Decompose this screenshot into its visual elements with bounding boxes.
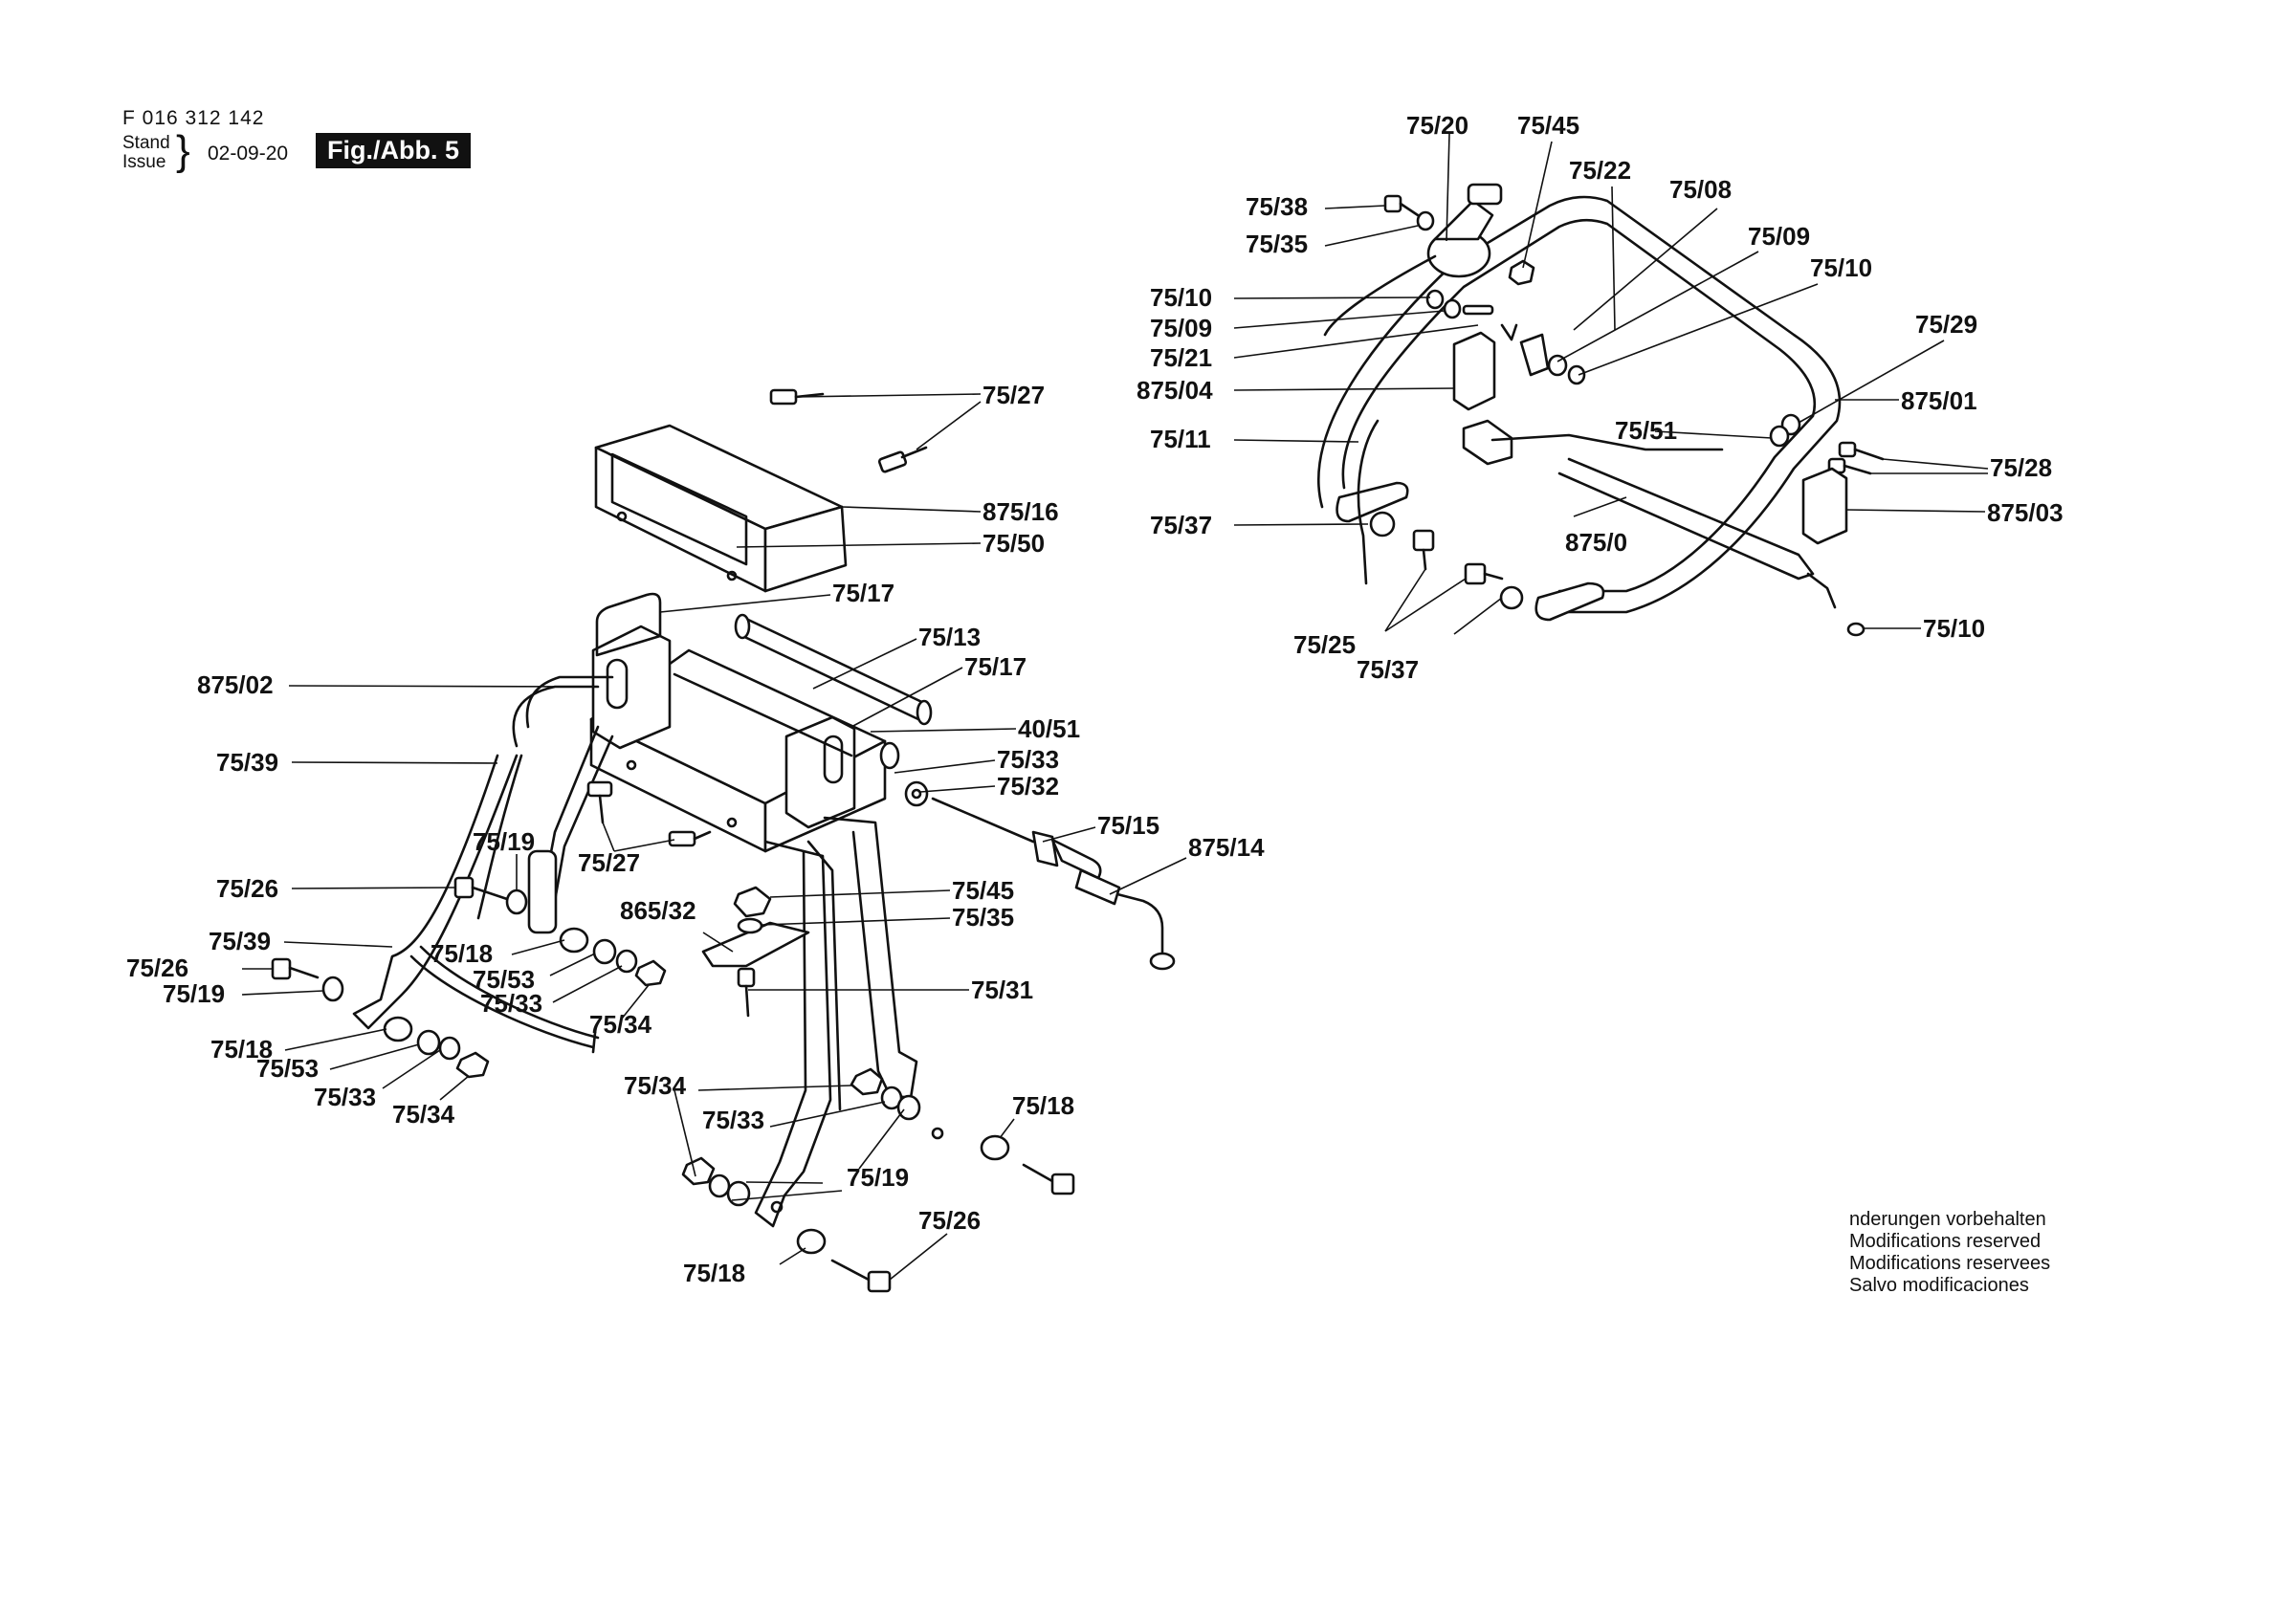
part-callout: 75/09 [1748, 222, 1810, 251]
part-callout: 75/21 [1150, 343, 1212, 372]
linkage-part [1336, 419, 1837, 622]
part-callout: 75/19 [163, 979, 225, 1008]
part-callout: 75/33 [702, 1106, 764, 1134]
part-callout: 75/26 [216, 874, 278, 903]
part-callout: 75/32 [997, 772, 1059, 801]
notice-line-spanish: Salvo modificaciones [1849, 1275, 2029, 1296]
issue-date: 02-09-20 [208, 143, 289, 164]
clip-part [595, 592, 662, 657]
part-callout: 75/13 [918, 623, 981, 651]
part-callout: 75/18 [1012, 1091, 1074, 1120]
hardware-left [271, 741, 1075, 1293]
cover-part [594, 424, 848, 593]
part-callout: 875/14 [1188, 833, 1265, 862]
part-callout: 75/39 [209, 927, 271, 955]
screw-part [769, 388, 928, 473]
part-callout: 75/29 [1915, 310, 1977, 339]
leader-lines [241, 133, 1989, 1281]
throttle-lever [1323, 183, 1503, 337]
part-callout: 75/22 [1569, 156, 1631, 185]
document-number: F 016 312 142 [122, 107, 265, 129]
part-callout: 75/27 [578, 848, 640, 877]
part-callout: 75/25 [1293, 630, 1356, 659]
part-callout: 75/33 [997, 745, 1059, 774]
part-callout: 75/17 [964, 652, 1027, 681]
part-callout: 875/01 [1901, 386, 1977, 415]
part-callout: 75/11 [1150, 425, 1211, 453]
modifications-notice: nderungen vorbehalten Modifications rese… [1849, 1209, 2050, 1297]
part-callout: 75/38 [1246, 192, 1308, 221]
brace-glyph: } [176, 127, 190, 174]
part-callout: 75/27 [982, 381, 1045, 409]
part-callout: 75/45 [952, 876, 1014, 905]
part-callout: 75/10 [1810, 253, 1872, 282]
part-callout: 75/53 [256, 1054, 319, 1083]
part-callouts: 75/27 875/16 75/50 75/17 75/13 875/02 75… [126, 111, 2064, 1287]
notice-line-french: Modifications reservees [1849, 1253, 2051, 1274]
part-callout: 75/08 [1669, 175, 1732, 204]
mount-bracket [589, 625, 887, 853]
part-callout: 75/37 [1357, 655, 1419, 684]
stand-issue-label: Stand Issue [122, 134, 170, 172]
figure-label: Fig./Abb. 5 [316, 133, 471, 168]
part-callout: 75/31 [971, 976, 1033, 1004]
part-callout: 75/17 [832, 579, 894, 607]
part-callout: 75/10 [1923, 614, 1985, 643]
part-callout: 40/51 [1018, 714, 1080, 743]
part-callout: 75/19 [847, 1163, 909, 1192]
u-handle-bar [1317, 195, 1842, 614]
part-callout: 75/28 [1990, 453, 2052, 482]
part-callout: 875/02 [197, 670, 274, 699]
part-callout: 75/10 [1150, 283, 1212, 312]
part-callout: 75/39 [216, 748, 278, 777]
part-callout: 865/32 [620, 896, 696, 925]
part-callout: 75/33 [480, 989, 542, 1018]
tube-part [734, 613, 933, 726]
part-callout: 75/18 [430, 939, 493, 968]
right-assembly [1317, 183, 1885, 637]
issue-label: Issue [122, 152, 166, 172]
part-callout: 75/53 [473, 965, 535, 994]
part-callout: 75/35 [1246, 230, 1308, 258]
part-callout: 75/45 [1517, 111, 1579, 140]
part-callout: 75/34 [392, 1100, 455, 1129]
part-callout: 875/16 [982, 497, 1059, 526]
notice-line-english: Modifications reserved [1849, 1231, 2042, 1252]
part-callout: 875/03 [1987, 498, 2064, 527]
part-callout: 875/0 [1565, 528, 1627, 557]
bracket-part [1801, 467, 1848, 545]
part-callout: 75/26 [918, 1206, 981, 1235]
part-callout: 75/51 [1615, 416, 1677, 445]
part-callout: 75/37 [1150, 511, 1212, 539]
left-assembly [271, 388, 1176, 1293]
hardware-right [1369, 194, 1885, 637]
cable-part [931, 797, 1176, 971]
part-callout: 75/34 [589, 1010, 652, 1039]
stand-label: Stand [122, 133, 170, 153]
part-callout: 75/26 [126, 954, 188, 982]
part-callout: 75/20 [1406, 111, 1468, 140]
part-callout: 75/18 [683, 1259, 745, 1287]
part-callout: 75/15 [1097, 811, 1159, 840]
lower-legs [754, 816, 944, 1228]
part-callout: 75/33 [314, 1083, 376, 1111]
part-callout: 75/50 [982, 529, 1045, 558]
part-callout: 75/34 [624, 1071, 687, 1100]
notice-line-german: nderungen vorbehalten [1849, 1209, 2046, 1230]
part-callout: 75/09 [1150, 314, 1212, 342]
part-callout: 875/04 [1137, 376, 1213, 405]
part-callout: 75/19 [473, 827, 535, 856]
part-callout: 75/18 [210, 1035, 273, 1064]
bracket-part [1452, 331, 1496, 411]
part-callout: 75/35 [952, 903, 1014, 932]
